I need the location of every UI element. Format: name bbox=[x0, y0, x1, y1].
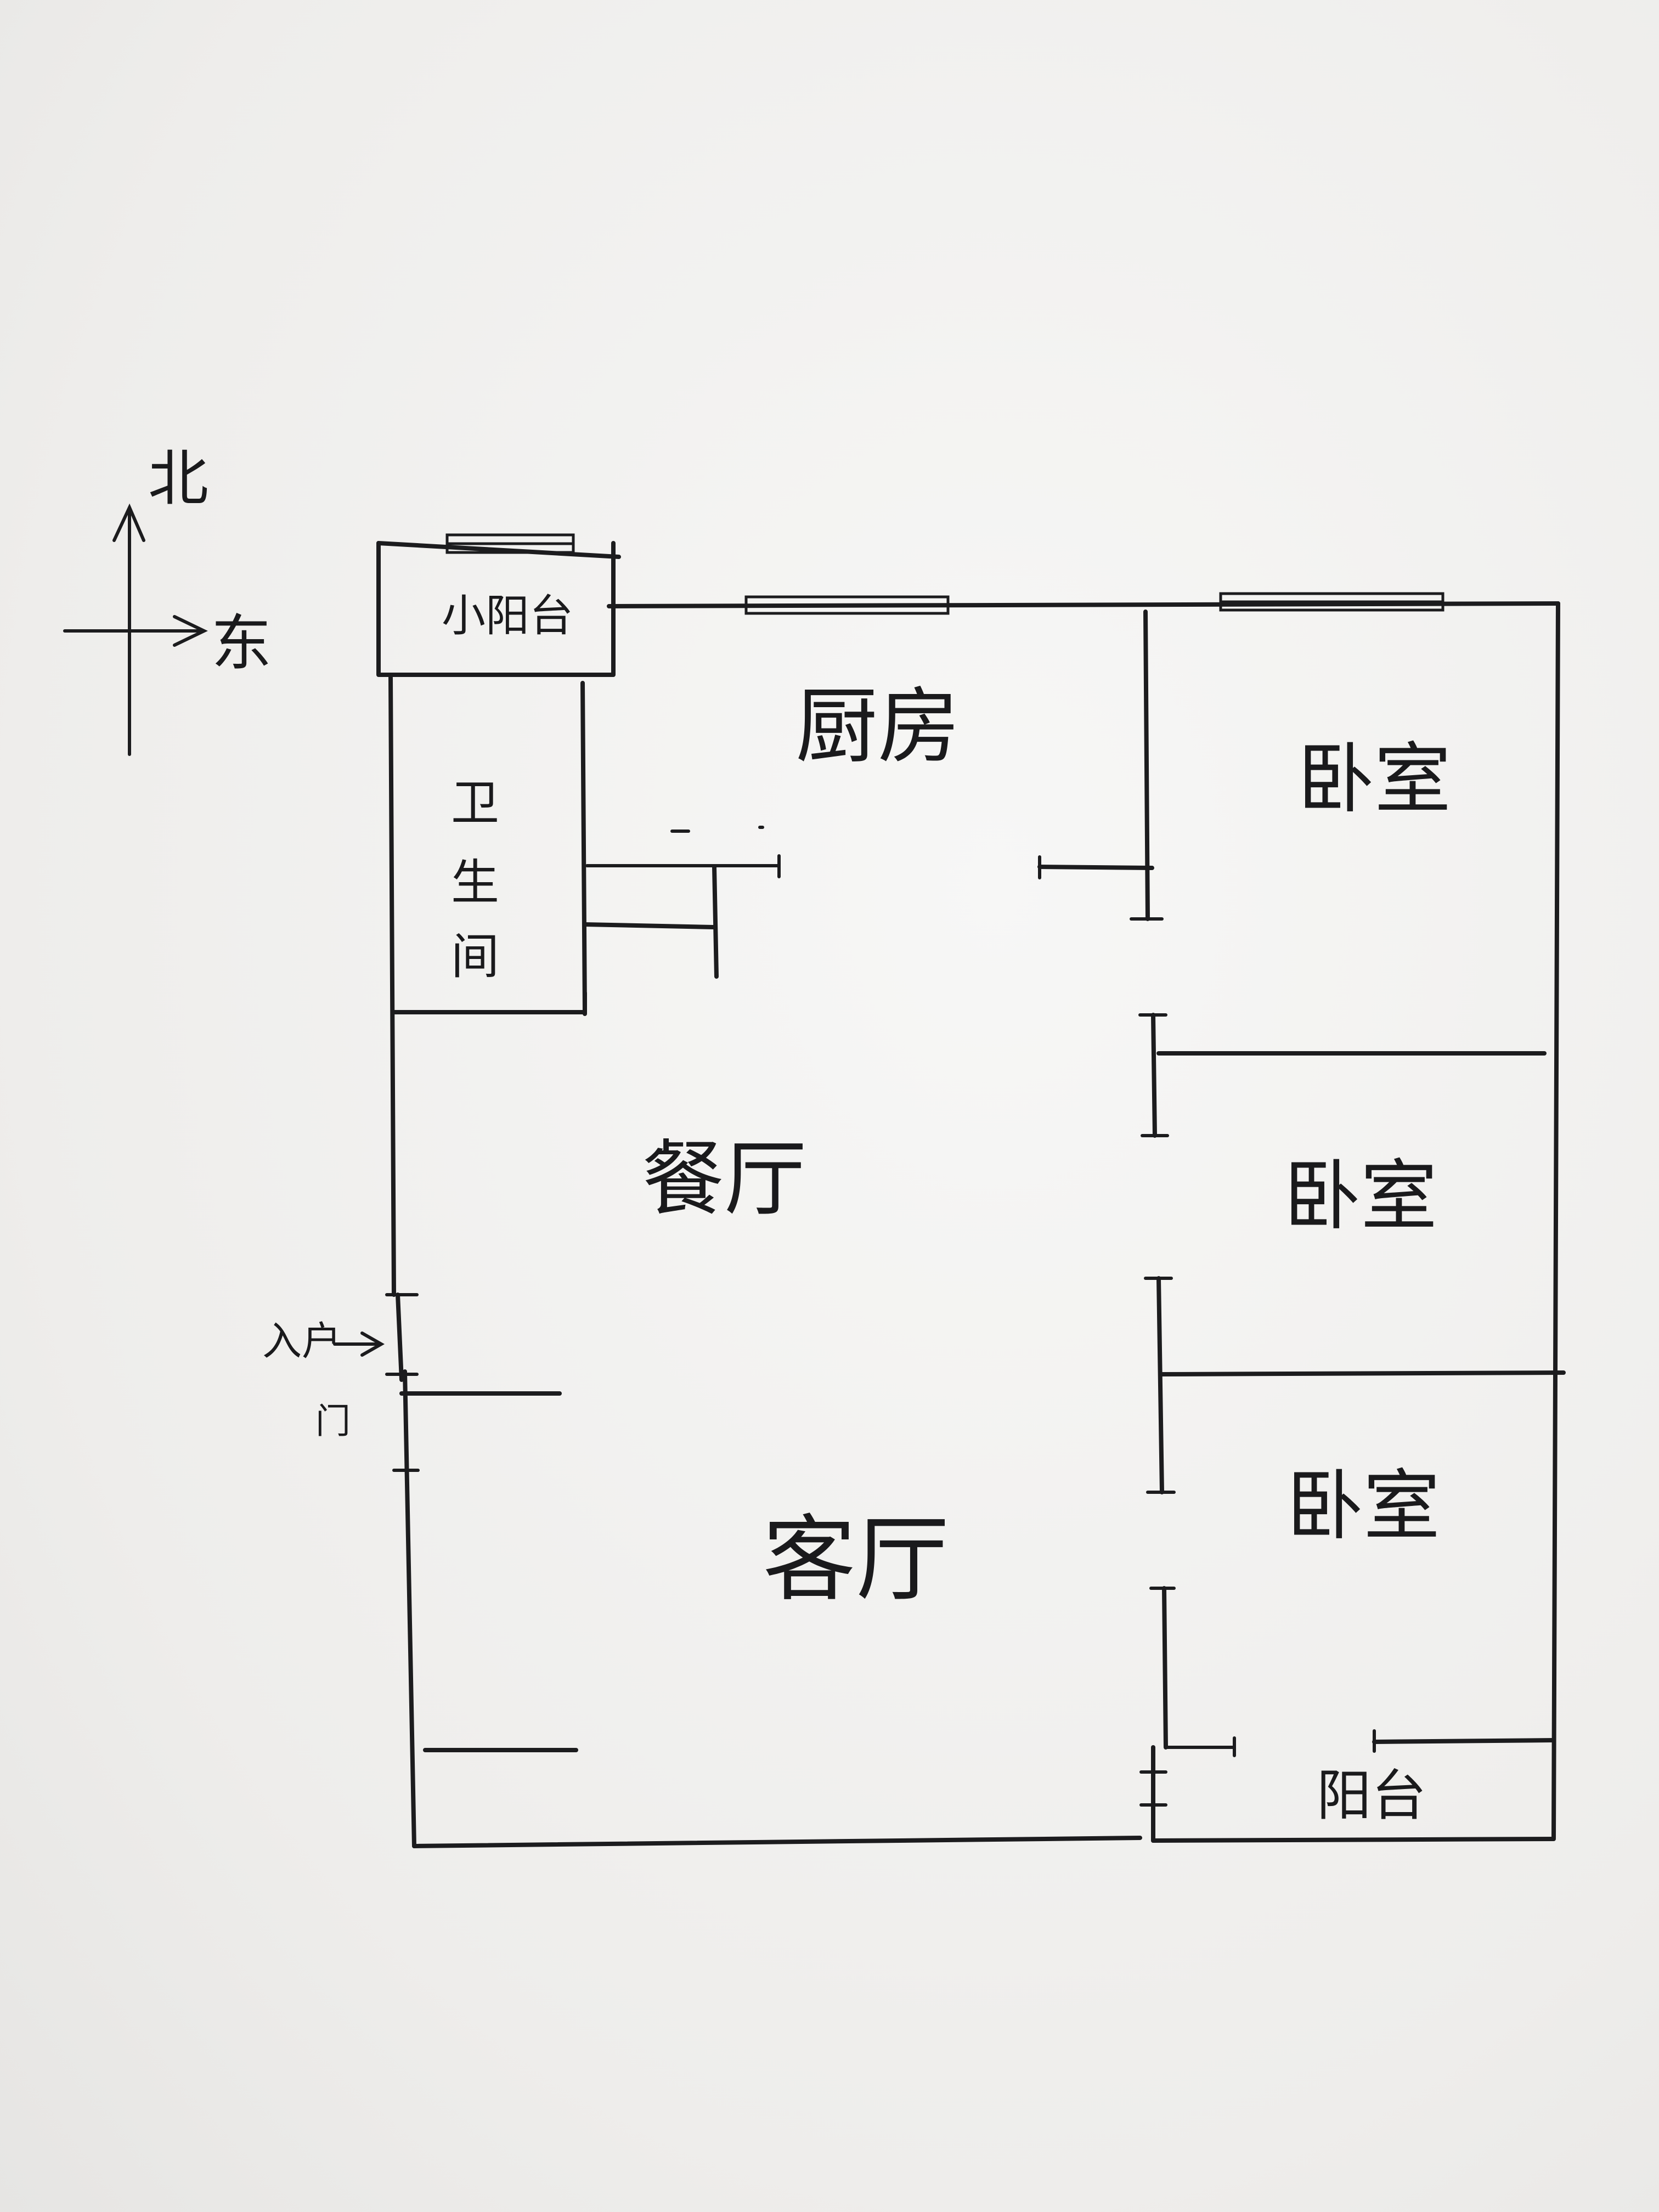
south-wall-living bbox=[412, 1836, 1142, 1848]
windows bbox=[445, 533, 1444, 615]
bedroom-2-3-wall bbox=[1156, 1276, 1164, 1494]
kitchen-walls bbox=[583, 610, 1164, 979]
compass-north-arrowhead bbox=[112, 503, 145, 542]
bedroom-1-wall-lower bbox=[1151, 1013, 1157, 1138]
bathroom-walls bbox=[392, 681, 587, 1016]
west-wall-lower bbox=[403, 1369, 416, 1848]
bedroom-walls bbox=[1138, 1013, 1566, 1843]
east-wall bbox=[1551, 601, 1560, 1840]
entrance-door-label: 门 bbox=[315, 1402, 351, 1442]
room-label-kitchen: 厨房 bbox=[795, 679, 960, 775]
room-labels: 小阳台 卫 生 间 厨房 卧室 卧室 卧室 餐厅 客厅 阳台 bbox=[442, 590, 1451, 1827]
room-label-bathroom-2: 生 bbox=[451, 854, 499, 911]
room-label-bedroom-3: 卧室 bbox=[1286, 1462, 1440, 1551]
entrance-label: 入户 bbox=[262, 1318, 341, 1364]
entrance-door-jamb bbox=[396, 1293, 404, 1382]
room-label-balcony: 阳台 bbox=[1317, 1763, 1426, 1827]
room-label-bedroom-2: 卧室 bbox=[1284, 1152, 1437, 1242]
compass-north-label: 北 bbox=[148, 443, 208, 514]
entrance-door: 入户 门 bbox=[262, 1293, 562, 1472]
bedroom-2-3-divider bbox=[1160, 1370, 1566, 1376]
compass: 北 东 bbox=[63, 443, 272, 756]
south-wall-balcony bbox=[1151, 1837, 1556, 1843]
bedroom-3-wall bbox=[1162, 1586, 1168, 1750]
balcony-north-wall bbox=[1372, 1738, 1556, 1744]
room-label-bathroom-3: 间 bbox=[451, 928, 499, 985]
room-label-dining-room: 餐厅 bbox=[642, 1132, 806, 1227]
room-label-bedroom-1: 卧室 bbox=[1297, 735, 1451, 825]
room-label-small-balcony: 小阳台 bbox=[442, 590, 573, 641]
kitchen-east-wall-segment bbox=[1037, 865, 1154, 870]
room-label-bathroom-1: 卫 bbox=[451, 775, 499, 831]
kitchen-wall-stub bbox=[712, 865, 719, 979]
small-balcony-walls bbox=[376, 541, 616, 677]
west-wall-upper bbox=[388, 675, 396, 1297]
outer-walls bbox=[376, 541, 1560, 1848]
room-label-living-room: 客厅 bbox=[763, 1505, 949, 1614]
compass-east-label: 东 bbox=[211, 608, 272, 678]
bathroom-east-wall bbox=[580, 681, 587, 1014]
kitchen-bedroom-wall bbox=[1143, 610, 1150, 921]
entrance-arrow-head bbox=[360, 1331, 385, 1357]
small-balcony-top-wall bbox=[376, 541, 621, 559]
compass-east-arrowhead bbox=[173, 615, 208, 647]
kitchen-wall-south bbox=[583, 922, 715, 929]
